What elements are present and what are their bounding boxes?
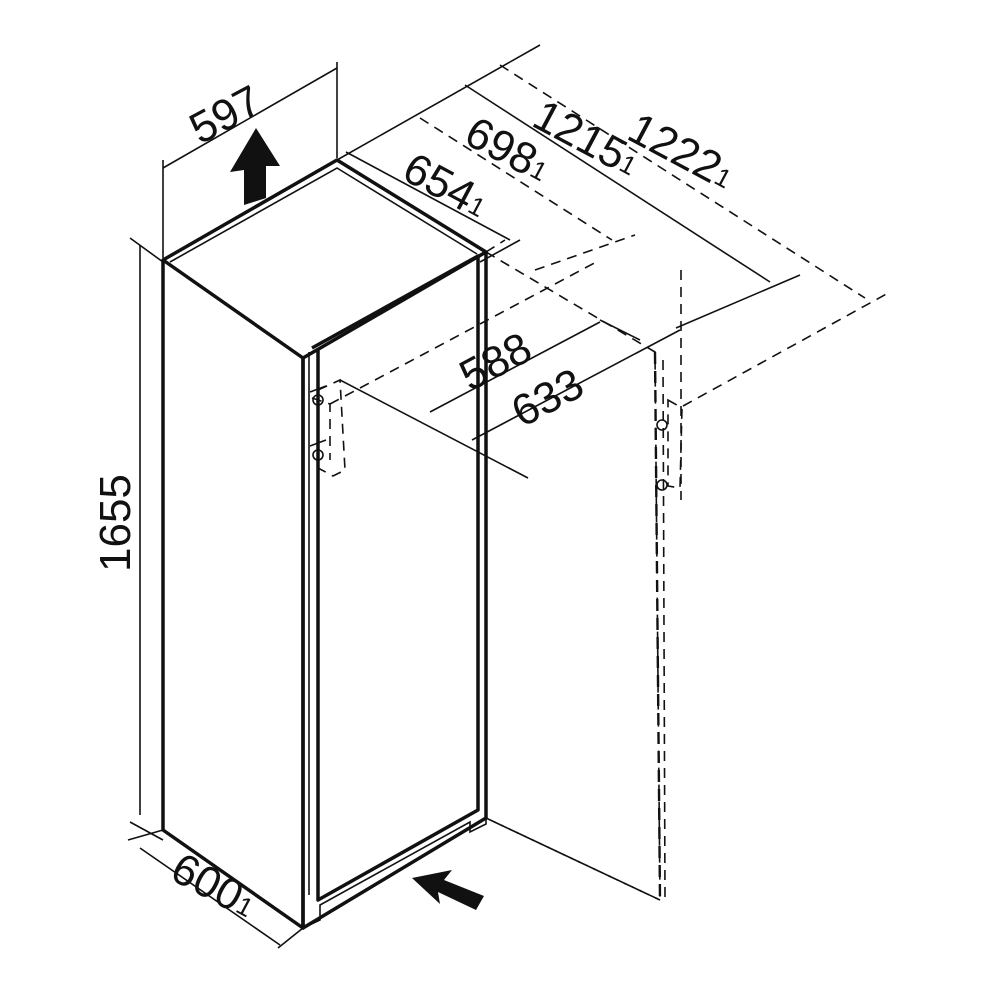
door-panel xyxy=(311,254,480,902)
cabinet-body xyxy=(161,158,488,930)
dimension-label-600: 600 1 xyxy=(163,844,258,924)
dimension-label-1222: 1222 1 xyxy=(620,104,736,195)
dimension-label-1655: 1655 xyxy=(91,474,140,572)
ventilation-up-arrow-icon xyxy=(230,128,280,205)
cabinet-top-inner-edge xyxy=(169,167,478,263)
dimension-lines xyxy=(127,44,891,949)
cabinet-side xyxy=(161,260,305,930)
cabinet-front xyxy=(301,252,488,930)
open-door-hinge-upper xyxy=(656,419,668,431)
open-door-outline xyxy=(485,251,683,902)
plinth xyxy=(302,818,487,929)
svg-text:1655: 1655 xyxy=(91,474,140,572)
air-intake-arrow-icon xyxy=(412,870,484,910)
open-door-hinge-lower xyxy=(656,479,668,491)
hinge-pin-lower xyxy=(312,449,324,461)
hinge-pin-upper xyxy=(312,394,324,406)
hinge-outline-cabinet xyxy=(309,378,346,477)
